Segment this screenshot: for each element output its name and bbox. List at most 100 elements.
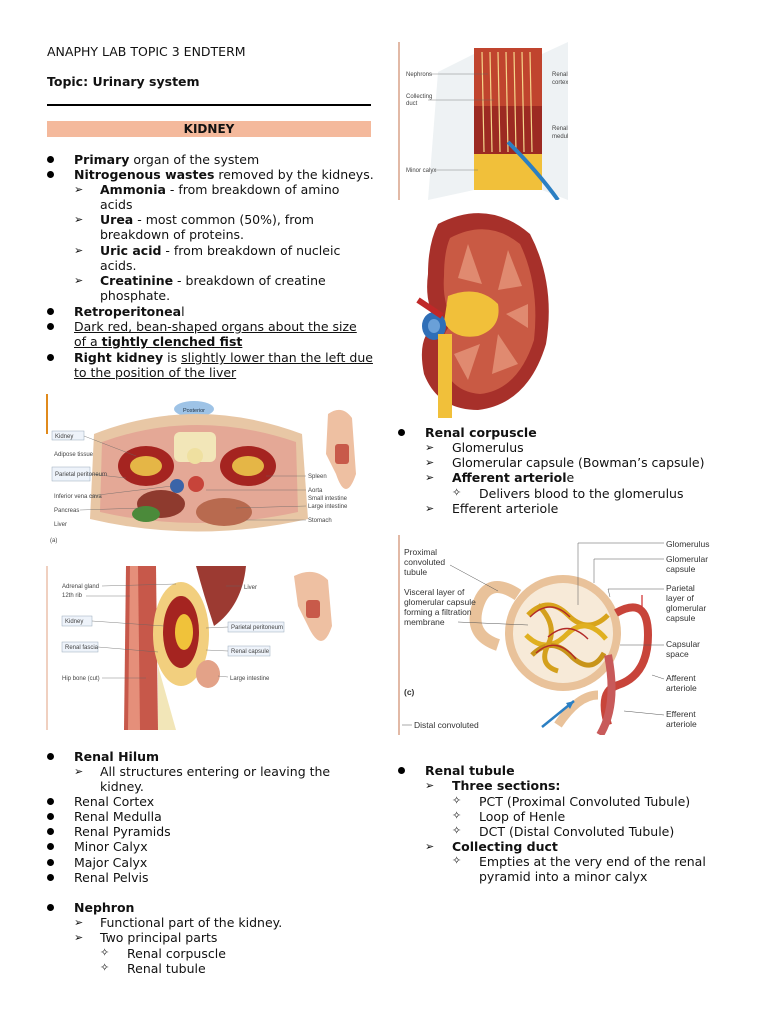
list-item: Dark red, bean-shaped organs about the s… (74, 319, 357, 334)
arrow-bullet-icon: ➢ (74, 931, 84, 944)
list-item: Renal Pyramids (74, 824, 171, 839)
list-item: Renal corpuscle (127, 946, 226, 961)
bullet-icon (47, 859, 54, 866)
list-item-cont: kidney. (100, 779, 144, 794)
list-item: Renal Hilum (74, 749, 160, 764)
list-item: PCT (Proximal Convoluted Tubule) (479, 794, 691, 809)
diamond-bullet-icon: ✧ (452, 794, 462, 807)
arrow-bullet-icon: ➢ (425, 502, 435, 515)
list-item: Efferent arteriole (452, 501, 559, 516)
visceral-label-1: Visceral layer of (404, 587, 465, 597)
bullet-icon (47, 798, 54, 805)
list-item: Functional part of the kidney. (100, 915, 283, 930)
afferent-arteriole-label-1: Afferent (666, 673, 696, 683)
list-item-cont: acids. (100, 258, 137, 273)
arrow-bullet-icon: ➢ (74, 183, 84, 196)
list-item: Right kidney is slightly lower than the … (74, 350, 373, 365)
bullet-icon (47, 156, 54, 163)
pancreas-label: Pancreas (54, 508, 79, 514)
parietal-peritoneum-label: Parietal peritoneum (231, 625, 283, 631)
renal-cortex-label-1: Renal (552, 72, 568, 78)
capsular-space-label-1: Capsular (666, 639, 700, 649)
list-item: Glomerular capsule (Bowman’s capsule) (452, 455, 705, 470)
bullet-icon (47, 171, 54, 178)
collecting-duct-label-1: Collecting (406, 94, 432, 100)
list-item: Renal tubule (127, 961, 206, 976)
ivc-label: Inferior vena cava (54, 494, 102, 500)
list-item: All structures entering or leaving the (100, 764, 331, 779)
parietal-layer-label-3: glomerular (666, 603, 706, 613)
parietal-layer-label-1: Parietal (666, 583, 695, 593)
arrow-bullet-icon: ➢ (74, 765, 84, 778)
list-item: Renal corpuscle (425, 425, 537, 440)
topic-heading: Topic: Urinary system (47, 74, 200, 89)
bullet-icon (47, 323, 54, 330)
efferent-arteriole-label-1: Efferent (666, 709, 696, 719)
adrenal-label: Adrenal gland (62, 584, 99, 590)
divider (47, 104, 371, 106)
list-item: DCT (Distal Convoluted Tubule) (479, 824, 675, 839)
list-item: Delivers blood to the glomerulus (479, 486, 684, 501)
list-item: Two principal parts (100, 930, 218, 945)
pct-label-1: Proximal (404, 547, 437, 557)
list-item: Nitrogenous wastes removed by the kidney… (74, 167, 374, 182)
list-item: Collecting duct (452, 839, 558, 854)
dct-label: Distal convoluted (414, 720, 479, 730)
list-item: Retroperitoneal (74, 304, 185, 319)
pct-label-2: convoluted (404, 557, 445, 567)
list-item: Afferent arteriole (452, 470, 575, 485)
renal-capsule-label: Renal capsule (231, 649, 270, 655)
visceral-label-4: membrane (404, 617, 445, 627)
arrow-bullet-icon: ➢ (74, 213, 84, 226)
renal-medulla-label-1: Renal (552, 126, 568, 132)
rib-label: 12th rib (62, 593, 83, 599)
arrow-bullet-icon: ➢ (425, 456, 435, 469)
list-item: Primary organ of the system (74, 152, 260, 167)
nephrons-label: Nephrons (406, 72, 432, 78)
visceral-label-3: forming a filtration (404, 607, 472, 617)
bullet-icon (398, 429, 405, 436)
kidney-label: Kidney (55, 434, 73, 440)
capsular-space-label-2: space (666, 649, 689, 659)
minor-calyx-label: Minor calyx (406, 168, 436, 174)
parietal-layer-label-2: layer of (666, 593, 695, 603)
arrow-bullet-icon: ➢ (425, 441, 435, 454)
bullet-icon (47, 354, 54, 361)
kidney-transverse-section-figure: Posterior Kidney Adipose tissue Parietal… (46, 394, 370, 546)
diamond-bullet-icon: ✧ (100, 961, 110, 974)
kidney-coronal-section-figure (398, 204, 558, 418)
bullet-icon (47, 753, 54, 760)
posterior-label: Posterior (183, 408, 205, 414)
list-item: Ammonia - from breakdown of amino (100, 182, 340, 197)
panel-label: (c) (404, 687, 415, 697)
arrow-bullet-icon: ➢ (425, 840, 435, 853)
liver-label: Liver (244, 585, 257, 591)
kidney-sagittal-section-figure: Adrenal gland 12th rib Kidney Renal fasc… (46, 566, 370, 730)
list-item-cont: breakdown of proteins. (100, 227, 245, 242)
diamond-bullet-icon: ✧ (452, 824, 462, 837)
visceral-label-2: glomerular capsule (404, 597, 476, 607)
glomerular-capsule-label-1: Glomerular (666, 554, 708, 564)
list-item-cont: of a tightly clenched fist (74, 334, 243, 349)
aorta-label: Aorta (308, 488, 323, 494)
diamond-bullet-icon: ✧ (100, 946, 110, 959)
bullet-icon (398, 767, 405, 774)
stomach-label: Stomach (308, 518, 332, 524)
kidney-label: Kidney (65, 619, 83, 625)
list-item-cont: pyramid into a minor calyx (479, 869, 648, 884)
arrow-bullet-icon: ➢ (425, 779, 435, 792)
list-item: Major Calyx (74, 855, 148, 870)
list-item: Urea - most common (50%), from (100, 212, 314, 227)
diamond-bullet-icon: ✧ (452, 854, 462, 867)
adipose-label: Adipose tissue (54, 452, 94, 458)
list-item: Renal Cortex (74, 794, 155, 809)
bullet-icon (47, 813, 54, 820)
list-item: Renal Pelvis (74, 870, 149, 885)
arrow-bullet-icon: ➢ (74, 916, 84, 929)
diamond-bullet-icon: ✧ (452, 486, 462, 499)
list-item-cont: phosphate. (100, 288, 171, 303)
list-item: Creatinine - breakdown of creatine (100, 273, 326, 288)
arrow-bullet-icon: ➢ (74, 274, 84, 287)
bullet-icon (47, 904, 54, 911)
hip-bone-label: Hip bone (cut) (62, 676, 100, 682)
